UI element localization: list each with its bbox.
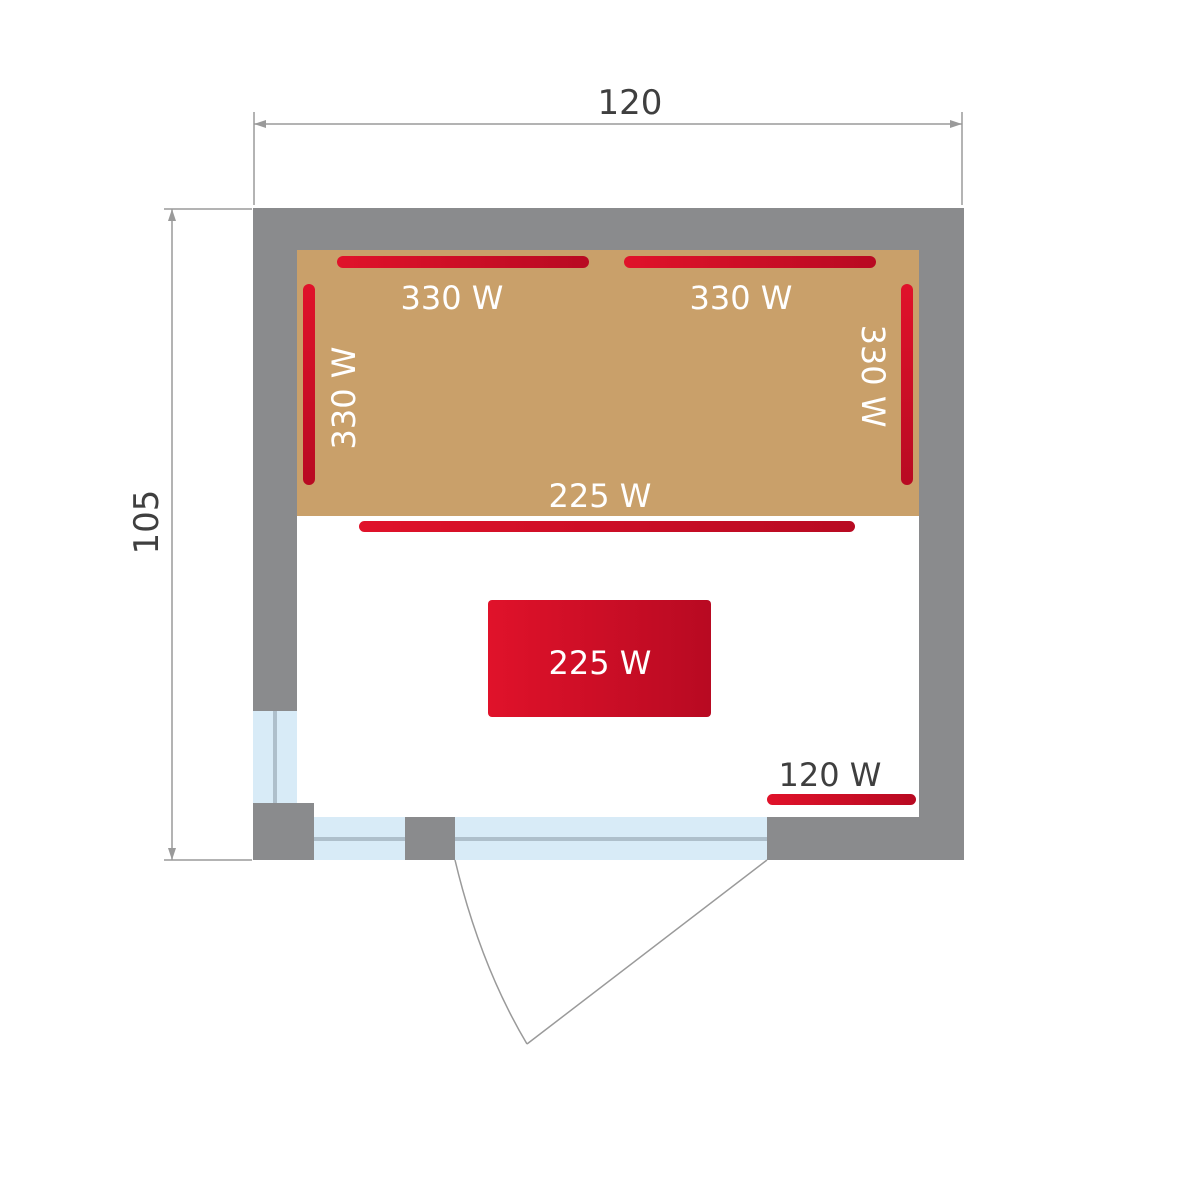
width-label: 120 — [598, 83, 663, 123]
wall-door-post — [405, 817, 455, 860]
heater-top-right — [624, 256, 876, 268]
heater-floor — [488, 600, 711, 717]
door-arc — [454, 859, 528, 1045]
wall-right — [919, 208, 964, 860]
glass-panels — [253, 711, 767, 860]
door-leaf — [526, 859, 768, 1045]
label-left: 330 W — [325, 347, 363, 450]
heater-left — [303, 284, 315, 485]
label-right: 330 W — [854, 325, 892, 428]
arrow-up-icon — [168, 209, 176, 221]
heater-top-left — [337, 256, 589, 268]
label-top-right: 330 W — [690, 279, 793, 317]
label-top-left: 330 W — [401, 279, 504, 317]
height-label: 105 — [127, 490, 167, 555]
label-floor: 225 W — [549, 644, 652, 682]
heater-front-corner — [767, 794, 916, 805]
walls — [253, 208, 964, 860]
heaters — [303, 256, 916, 805]
wall-top — [253, 208, 964, 250]
door-swing — [454, 859, 768, 1045]
wall-left-upper — [253, 208, 297, 711]
heater-right — [901, 284, 913, 485]
wall-bottom-left-corner — [253, 803, 314, 860]
heater-bench-front — [359, 521, 855, 532]
height-dimension: 105 — [127, 208, 252, 861]
arrow-right-icon — [950, 120, 962, 128]
heater-labels: 330 W 330 W 330 W 330 W 225 W 225 W 120 … — [325, 279, 892, 794]
bench — [297, 250, 919, 516]
width-dimension: 120 — [253, 83, 963, 205]
arrow-left-icon — [254, 120, 266, 128]
wall-bottom-right — [767, 817, 964, 860]
arrow-down-icon — [168, 848, 176, 860]
label-bench-front: 225 W — [549, 477, 652, 515]
label-front-corner: 120 W — [779, 756, 882, 794]
